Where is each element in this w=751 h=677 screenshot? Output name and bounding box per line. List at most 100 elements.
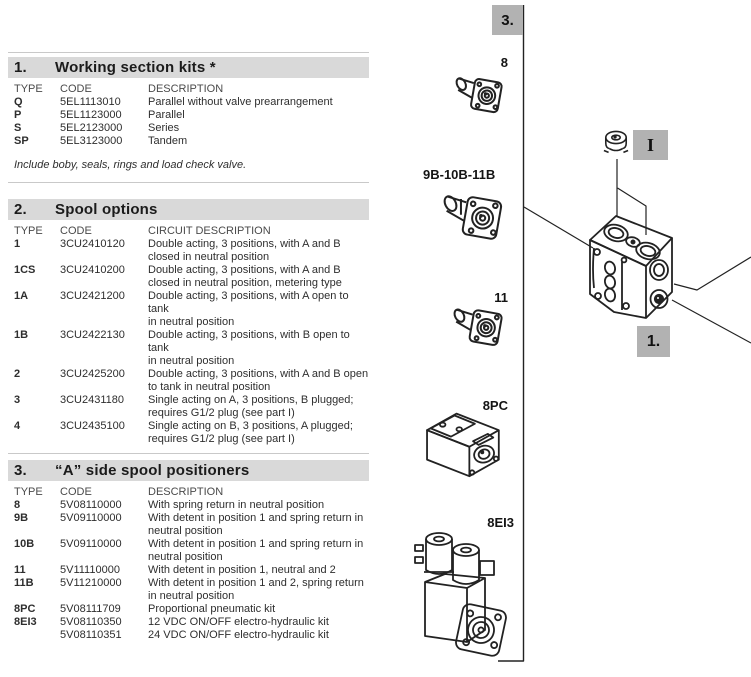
- code-cell: 3CU2410120: [60, 238, 125, 250]
- code-cell: 5EL2123000: [60, 122, 123, 134]
- type-cell: SP: [14, 135, 29, 147]
- description-line: in neutral position: [148, 316, 235, 328]
- section-number: 1.: [14, 59, 27, 76]
- description-cell: 24 VDC ON/OFF electro-hydraulic kit: [148, 629, 369, 642]
- column-header: TYPE: [14, 83, 43, 95]
- type-cell: 10B: [14, 538, 35, 550]
- code-cell: 5V09110000: [60, 538, 122, 550]
- part-i-badge: I: [633, 130, 668, 160]
- code-cell: 5V09110000: [60, 512, 122, 524]
- type-cell: 1CS: [14, 264, 36, 276]
- table-row: 1 3CU2410120 Double acting, 3 positions, w…: [14, 238, 369, 264]
- spool-positioner-8-icon: [454, 69, 506, 119]
- table-row: 3 3CU2431180 Single acting on A, 3 positio…: [14, 394, 369, 420]
- type-cell: Q: [14, 96, 23, 108]
- table-row: 1B 3CU2422130 Double acting, 3 positions, …: [14, 329, 369, 368]
- type-cell: P: [14, 109, 22, 121]
- code-cell: 3CU2431180: [60, 394, 125, 406]
- type-cell: 11: [14, 564, 26, 576]
- table-row: 8 5V08110000 With spring return in neutral…: [14, 499, 369, 512]
- description-cell: With detent in position 1 and spring ret…: [148, 538, 369, 564]
- type-cell: 8: [14, 499, 21, 511]
- code-cell: 5EL1113010: [60, 96, 121, 108]
- section-header-bar: 3. “A” side spool positioners: [8, 460, 369, 481]
- type-cell: 1: [14, 238, 21, 250]
- table-header-row: TYPE CODE DESCRIPTION: [14, 83, 369, 96]
- description-cell: Parallel: [148, 109, 369, 122]
- column-header: CODE: [60, 486, 92, 498]
- code-cell: 5V11110000: [60, 564, 120, 576]
- description-line: With spring return in neutral position: [148, 499, 325, 511]
- description-cell: 12 VDC ON/OFF electro-hydraulic kit: [148, 616, 369, 629]
- part-1-badge: 1.: [637, 326, 670, 357]
- description-cell: Proportional pneumatic kit: [148, 603, 369, 616]
- type-cell: 3: [14, 394, 21, 406]
- type-cell: S: [14, 122, 22, 134]
- pneumatic-kit-8pc-icon: [416, 406, 508, 482]
- code-cell: 3CU2422130: [60, 329, 125, 341]
- code-cell: 3CU2410200: [60, 264, 125, 276]
- figure-label-8: 8: [500, 55, 508, 70]
- section-divider-rule: [8, 52, 369, 53]
- section-divider-rule: [8, 453, 369, 454]
- type-cell: 4: [14, 420, 21, 432]
- description-cell: Double acting, 3 positions, with A open …: [148, 290, 369, 329]
- table-row: P 5EL1123000 Parallel: [14, 109, 369, 122]
- section-title: “A” side spool positioners: [55, 462, 250, 479]
- spool-positioner-9b-10b-11b-icon: [441, 186, 507, 246]
- type-cell: 1B: [14, 329, 29, 341]
- description-line: Single acting on A, 3 positions, B plugg…: [148, 394, 354, 406]
- column-header: CODE: [60, 83, 92, 95]
- description-cell: With detent in position 1, neutral and 2: [148, 564, 369, 577]
- description-line: 12 VDC ON/OFF electro-hydraulic kit: [148, 616, 329, 628]
- description-line: Tandem: [148, 135, 188, 147]
- type-cell: 8EI3: [14, 616, 37, 628]
- description-line: Double acting, 3 positions, with A open …: [148, 290, 349, 315]
- column-header: CODE: [60, 225, 92, 237]
- section-3-badge: 3.: [492, 5, 523, 35]
- column-header: DESCRIPTION: [148, 83, 224, 95]
- description-line: Parallel: [148, 109, 185, 121]
- section-title: Working section kits *: [55, 59, 216, 76]
- section-title: Spool options: [55, 201, 158, 218]
- type-cell: 1A: [14, 290, 29, 302]
- code-cell: 5V08111709: [60, 603, 121, 615]
- table-row: 8PC 5V08111709 Proportional pneumatic kit: [14, 603, 369, 616]
- code-cell: 5EL1123000: [60, 109, 122, 121]
- electro-hydraulic-kit-8ei3-icon: [411, 523, 511, 661]
- g12-plug-icon: [603, 130, 629, 158]
- code-cell: 3CU2425200: [60, 368, 125, 380]
- description-line: Double acting, 3 positions, with A and B: [148, 264, 341, 276]
- description-cell: Double acting, 3 positions, with A and B…: [148, 238, 369, 264]
- description-line: Double acting, 3 positions, with B open …: [148, 329, 350, 354]
- table-row: Q 5EL1113010 Parallel without valve prearr…: [14, 96, 369, 109]
- column-header: TYPE: [14, 225, 43, 237]
- code-cell: 5V08110000: [60, 499, 122, 511]
- description-cell: With detent in position 1 and spring ret…: [148, 512, 369, 538]
- code-cell: 3CU2435100: [60, 420, 125, 432]
- description-line: closed in neutral position, metering typ…: [148, 277, 342, 289]
- description-line: requires G1/2 plug (see part I): [148, 433, 295, 445]
- figure-label-9b-10b-11b: 9B-10B-11B: [423, 167, 496, 182]
- description-line: Parallel without valve prearrangement: [148, 96, 333, 108]
- description-line: in neutral position: [148, 355, 235, 367]
- type-cell: 8PC: [14, 603, 36, 615]
- description-line: Double acting, 3 positions, with A and B…: [148, 368, 369, 380]
- code-cell: 5V11210000: [60, 577, 122, 589]
- section-header-bar: 1. Working section kits *: [8, 57, 369, 78]
- description-line: With detent in position 1 and spring ret…: [148, 538, 364, 550]
- table-row: 10B 5V09110000 With detent in position 1 a…: [14, 538, 369, 564]
- column-header: DESCRIPTION: [148, 486, 224, 498]
- description-cell: With spring return in neutral position: [148, 499, 369, 512]
- working-section-kits-table: TYPE CODE DESCRIPTION Q 5EL1113010 Parallel w…: [8, 83, 369, 148]
- description-line: in neutral position: [148, 590, 235, 602]
